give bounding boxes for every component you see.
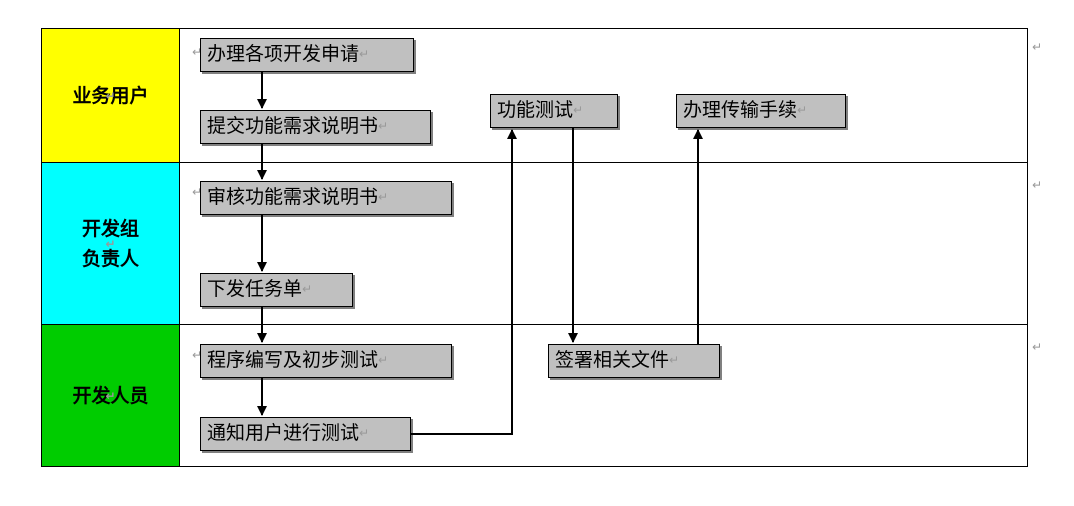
para-mark: ↵ — [192, 45, 203, 59]
box-transport-procedures: 办理传输手续↵ — [676, 94, 846, 128]
box-handle-dev-applications: 办理各项开发申请↵ — [200, 38, 414, 72]
para-mark: ↵ — [1032, 340, 1043, 354]
lane-label-business-user: 业务用户 — [72, 84, 149, 107]
box-sign-documents: 签署相关文件↵ — [548, 344, 720, 378]
para-mark: ↵ — [1032, 40, 1043, 54]
para-mark: ↵ — [192, 185, 203, 199]
box-review-requirements: 审核功能需求说明书↵ — [200, 181, 452, 215]
lane-divider-1 — [180, 162, 1028, 163]
box-notify-user-test: 通知用户进行测试↵ — [200, 417, 411, 451]
box-function-test: 功能测试↵ — [490, 94, 618, 128]
lane-developer: 开发人员↵ — [41, 324, 180, 467]
lane-divider-vertical — [179, 28, 180, 467]
lane-label-developer: 开发人员 — [72, 384, 149, 407]
box-coding-testing: 程序编写及初步测试↵ — [200, 344, 452, 378]
box-issue-task: 下发任务单↵ — [200, 273, 353, 307]
box-submit-requirements: 提交功能需求说明书↵ — [200, 110, 431, 144]
para-mark: ↵ — [1032, 178, 1043, 192]
para-mark: ↵ — [192, 348, 203, 362]
lane-label-dev-lead: 开发组 负责人 — [81, 217, 139, 270]
lane-divider-2 — [180, 324, 1028, 325]
arrow-b6-b7 — [411, 129, 517, 435]
